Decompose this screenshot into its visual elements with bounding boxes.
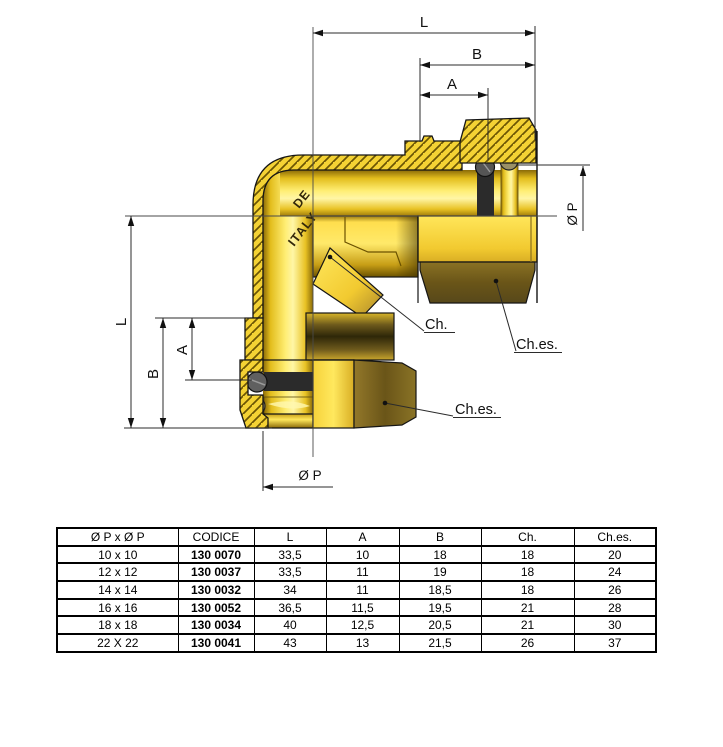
inner-hex-edges xyxy=(344,217,402,267)
cell-a: 11 xyxy=(325,580,400,600)
cell-codice: 130 0032 xyxy=(177,580,255,600)
table-row: 18 x 18 130 0034 40 12,5 20,5 21 30 xyxy=(56,615,657,636)
dim-label-left-b: B xyxy=(145,369,162,379)
o-ring-band-vertical xyxy=(264,372,313,391)
table-row: 10 x 10 130 0070 33,5 10 18 18 20 xyxy=(56,544,657,565)
table-row: 22 X 22 130 0041 43 13 21,5 26 37 xyxy=(56,633,657,653)
table-row: 12 x 12 130 0037 33,5 11 19 18 24 xyxy=(56,562,657,583)
col-header-size: Ø P x Ø P xyxy=(56,527,179,547)
dim-label-left-l: L xyxy=(113,318,130,326)
cell-ch: 18 xyxy=(480,544,575,565)
olive-shine xyxy=(268,401,310,409)
col-header-ch: Ch. xyxy=(480,527,575,547)
dimension-lines xyxy=(124,26,590,491)
cell-size: 22 X 22 xyxy=(56,633,179,653)
centerlines xyxy=(125,27,557,457)
cell-size: 16 x 16 xyxy=(56,597,179,618)
cell-codice: 130 0070 xyxy=(177,544,255,565)
cell-ch: 21 xyxy=(480,597,575,618)
right-nut-section-hatch xyxy=(459,117,537,164)
table-row: 16 x 16 130 0052 36,5 11,5 19,5 21 28 xyxy=(56,597,657,618)
cell-a: 12,5 xyxy=(325,615,400,636)
cell-codice: 130 0052 xyxy=(177,597,255,618)
body-hex xyxy=(305,312,395,361)
cell-b: 20,5 xyxy=(398,615,482,636)
dimension-arrows xyxy=(127,29,587,491)
cell-ch: 26 xyxy=(480,633,575,653)
leader-lines xyxy=(329,256,562,418)
table-row: 14 x 14 130 0032 34 11 18,5 18 26 xyxy=(56,580,657,600)
cell-a: 10 xyxy=(325,544,400,565)
col-header-a: A xyxy=(325,527,400,547)
leader-dots xyxy=(327,254,499,406)
right-nut-front-face xyxy=(417,215,538,263)
fitting-body: DE ITALY xyxy=(239,117,538,429)
horizontal-bore xyxy=(280,170,537,216)
technical-drawing: DE ITALY xyxy=(113,14,590,491)
cell-size: 14 x 14 xyxy=(56,580,179,600)
cell-l: 40 xyxy=(253,615,327,636)
bottom-nut-front-face xyxy=(312,359,355,429)
dim-label-bottom-diameter: Ø P xyxy=(298,468,321,483)
cell-ches: 26 xyxy=(573,580,657,600)
bottom-nut-section-hatch xyxy=(239,359,269,429)
cell-l: 36,5 xyxy=(253,597,327,618)
o-ring-band-horizontal xyxy=(477,166,494,216)
tube-shadow xyxy=(396,216,418,277)
col-header-l: L xyxy=(253,527,327,547)
dim-label-top-b: B xyxy=(472,46,482,63)
dim-label-right-diameter: Ø P xyxy=(565,202,580,225)
cell-l: 33,5 xyxy=(253,544,327,565)
cell-b: 18,5 xyxy=(398,580,482,600)
cell-ch: 18 xyxy=(480,580,575,600)
cell-ch: 21 xyxy=(480,615,575,636)
cell-size: 10 x 10 xyxy=(56,544,179,565)
cell-b: 19 xyxy=(398,562,482,583)
cell-ches: 20 xyxy=(573,544,657,565)
cell-codice: 130 0041 xyxy=(177,633,255,653)
cell-codice: 130 0037 xyxy=(177,562,255,583)
table-header-row: Ø P x Ø P CODICE L A B Ch. Ch.es. xyxy=(56,527,657,547)
bottom-nut-side-face xyxy=(353,359,417,429)
cell-b: 18 xyxy=(398,544,482,565)
leader-label-ches-bottom: Ch.es. xyxy=(455,402,497,418)
cell-codice: 130 0034 xyxy=(177,615,255,636)
hex-section-hatch xyxy=(244,317,264,361)
cell-b: 19,5 xyxy=(398,597,482,618)
cell-ch: 18 xyxy=(480,562,575,583)
cell-size: 18 x 18 xyxy=(56,615,179,636)
cell-ches: 30 xyxy=(573,615,657,636)
dim-label-top-a: A xyxy=(447,76,457,93)
leader-label-ch: Ch. xyxy=(425,317,448,333)
col-header-ches: Ch.es. xyxy=(573,527,657,547)
dim-label-left-a: A xyxy=(174,345,191,355)
cell-l: 33,5 xyxy=(253,562,327,583)
cell-a: 11 xyxy=(325,562,400,583)
cell-ches: 24 xyxy=(573,562,657,583)
cell-l: 43 xyxy=(253,633,327,653)
dimension-table: Ø P x Ø P CODICE L A B Ch. Ch.es. 10 x 1… xyxy=(56,527,657,653)
body-section-hatch xyxy=(252,135,463,319)
cell-l: 34 xyxy=(253,580,327,600)
right-nut-side-face xyxy=(419,261,536,304)
col-header-codice: CODICE xyxy=(177,527,255,547)
cell-ches: 28 xyxy=(573,597,657,618)
cell-size: 12 x 12 xyxy=(56,562,179,583)
cell-a: 11,5 xyxy=(325,597,400,618)
col-header-b: B xyxy=(398,527,482,547)
cell-a: 13 xyxy=(325,633,400,653)
cell-b: 21,5 xyxy=(398,633,482,653)
dim-label-top-l: L xyxy=(420,14,428,31)
cell-ches: 37 xyxy=(573,633,657,653)
leader-label-ches-right: Ch.es. xyxy=(516,337,558,353)
